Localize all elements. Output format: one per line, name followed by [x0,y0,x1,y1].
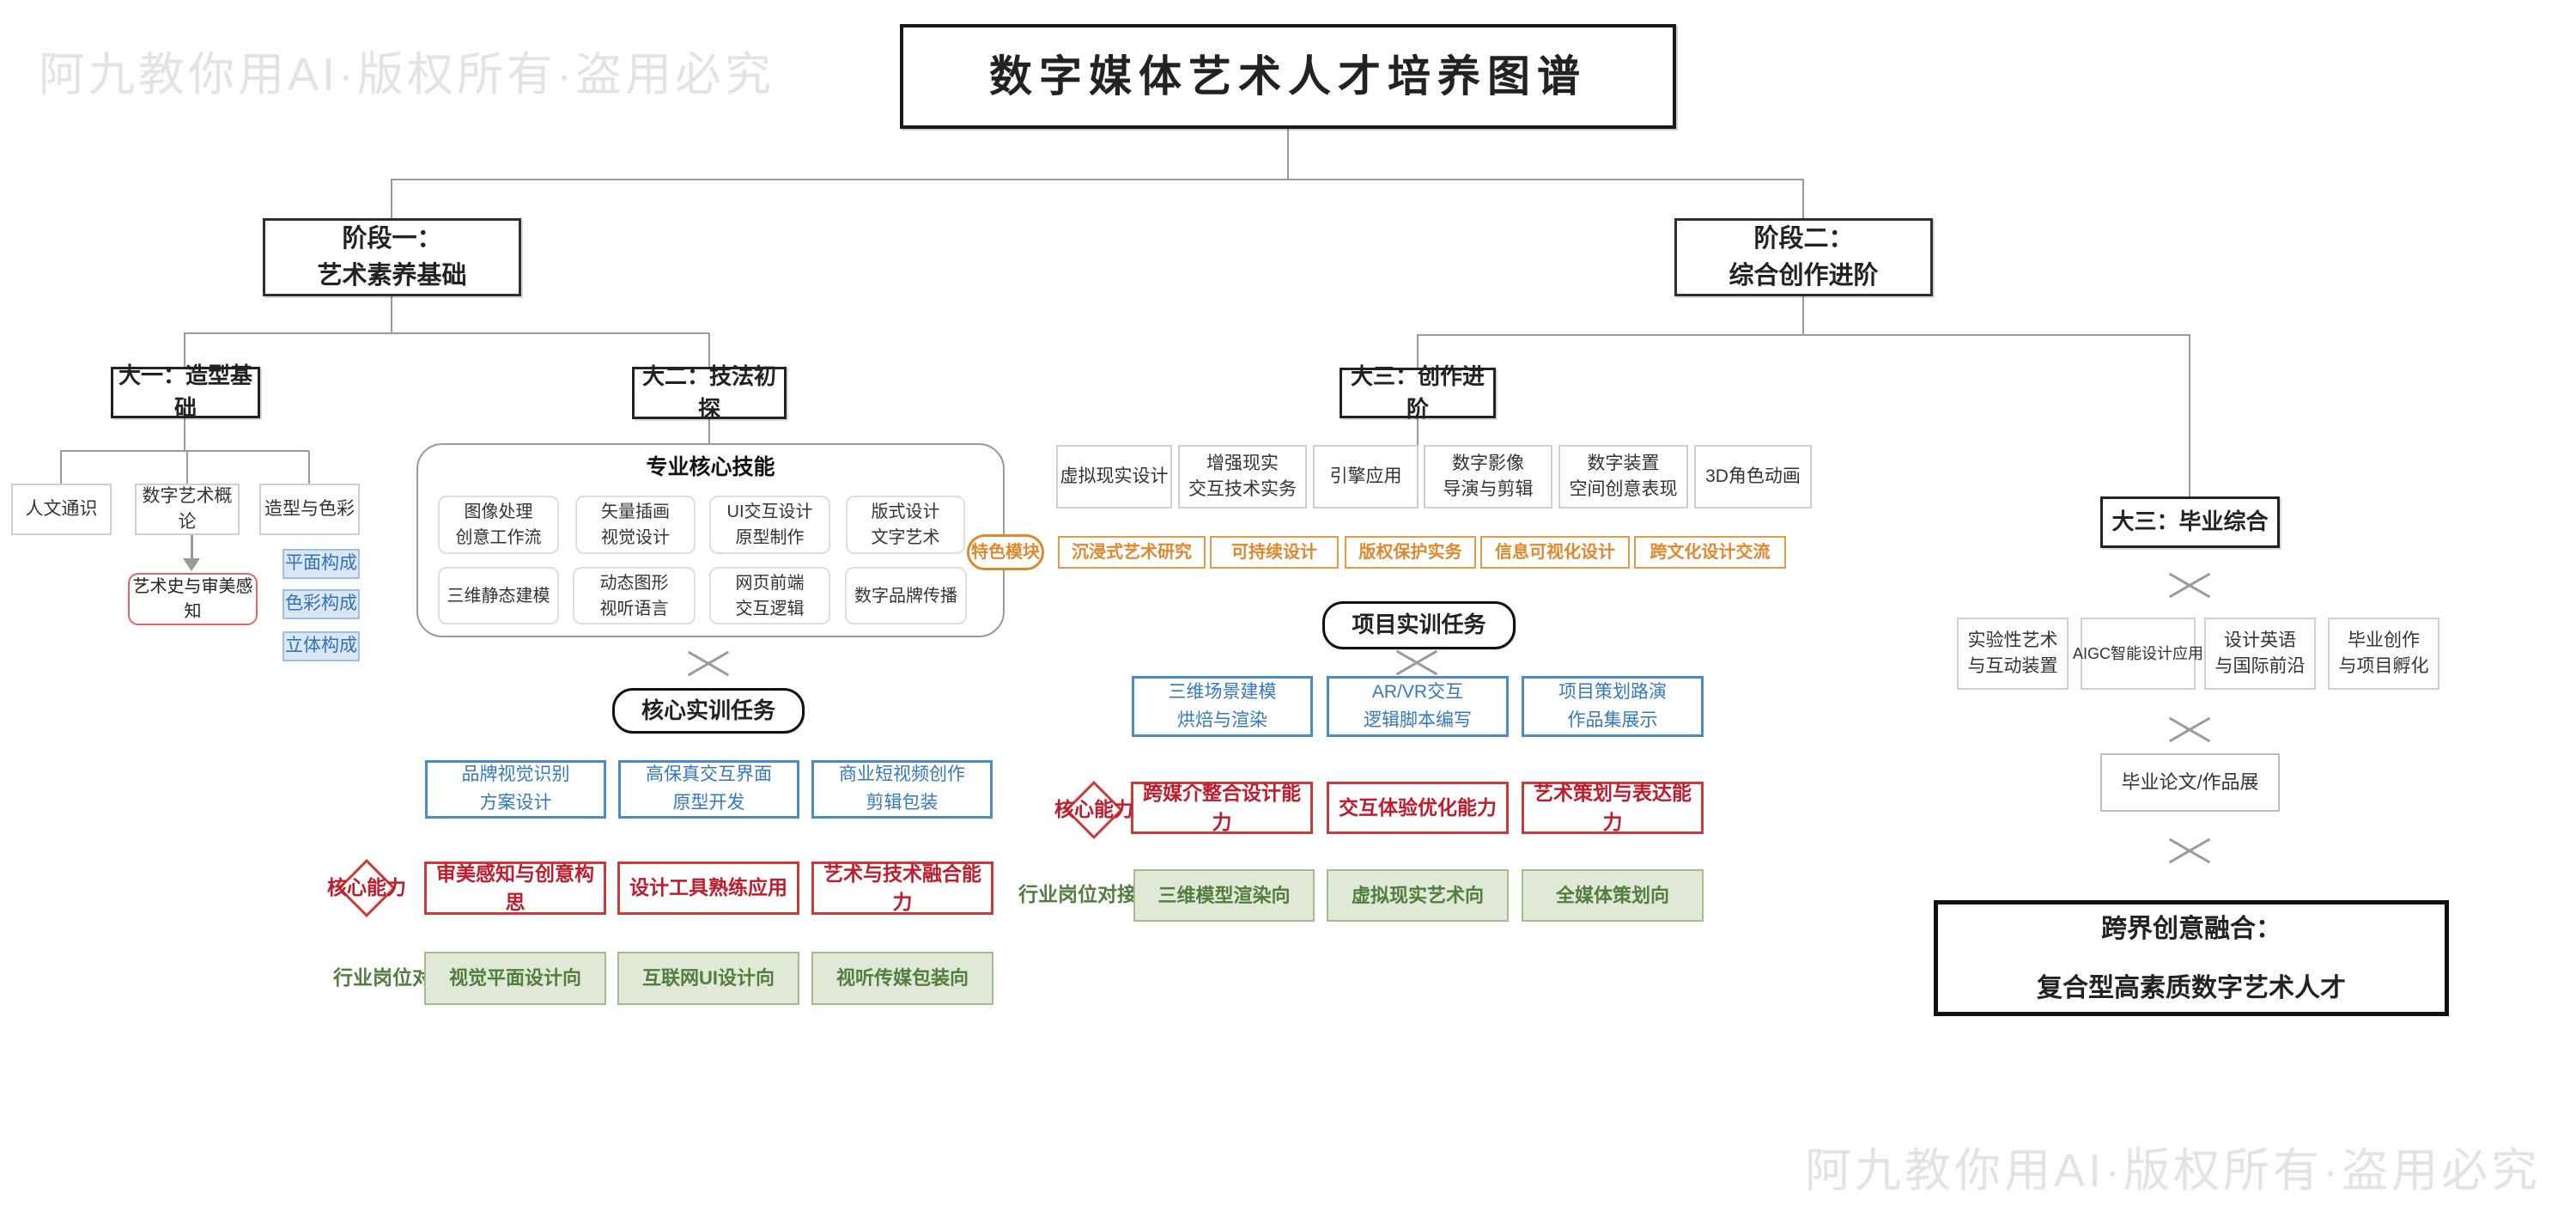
skill-layout-typography: 版式设计 文字艺术 [846,496,965,554]
connector-line [2189,335,2190,497]
proj-job-label: 行业岗位对接 [1018,883,1137,906]
connector-line [184,332,709,334]
grad-course-experimental-art: 实验性艺术 与互动装置 [1957,618,2069,690]
grad-course-incubation: 毕业创作 与项目孵化 [2328,618,2439,690]
core-training-pill: 核心实训任务 [612,688,805,734]
core-ability-art-tech-fusion: 艺术与技术融合能力 [811,862,993,915]
proj-task-3d-scene: 三维场景建模 烘焙与渲染 [1132,676,1313,737]
watermark-top: 阿九教你用AI·版权所有·盗用必究 [39,49,775,100]
module-crosscultural: 跨文化设计交流 [1634,536,1786,569]
connector-line [1417,418,1419,445]
course-humanities: 人文通识 [11,484,112,535]
core-ability-design-tools: 设计工具熟练应用 [617,862,799,915]
featured-module-pill: 特色模块 [967,534,1044,570]
core-ability-label: 核心能力 [327,876,406,899]
course-digital-art-intro: 数字艺术概论 [135,484,240,535]
skill-ui-interaction: UI交互设计 原型制作 [709,496,830,554]
skill-motion-graphics: 动态图形 视听语言 [573,567,696,624]
core-ability-aesthetic: 审美感知与创意构思 [424,862,606,915]
x-connector-icon [688,650,729,676]
proj-task-arvr-script: AR/VR交互 逻辑脚本编写 [1327,676,1509,737]
module-infovis: 信息可视化设计 [1480,536,1630,569]
skills-group-title: 专业核心技能 [646,454,775,479]
connector-line [1287,129,1289,180]
proj-job-vr-art: 虚拟现实艺术向 [1327,869,1509,922]
connector-line [60,450,309,452]
arrow-down-icon [183,558,200,571]
proj-job-3d-rendering: 三维模型渲染向 [1133,869,1315,922]
skill-image-processing: 图像处理 创意工作流 [438,496,559,554]
adv-course-installation: 数字装置 空间创意表现 [1558,445,1688,508]
adv-course-3d-character: 3D角色动画 [1694,445,1812,508]
stage1-box: 阶段一： 艺术素养基础 [263,218,521,296]
course-plane-composition: 平面构成 [283,549,360,579]
adv-course-engine: 引擎应用 [1313,445,1419,508]
connector-line [708,419,710,444]
proj-ability-ux-optimize: 交互体验优化能力 [1327,782,1509,834]
thesis-exhibition-box: 毕业论文/作品展 [2100,753,2280,812]
proj-ability-label: 核心能力 [1054,798,1133,821]
proj-job-omnimedia: 全媒体策划向 [1522,869,1704,922]
x-connector-icon [1396,649,1437,675]
connector-line [1417,334,2190,336]
year1-box: 大一：造型基础 [111,362,260,421]
connector-line [1802,296,1804,335]
connector-line [191,535,193,559]
course-art-history: 艺术史与审美感知 [128,573,258,625]
core-task-hifi-prototype: 高保真交互界面 原型开发 [618,760,799,819]
module-copyright: 版权保护实务 [1345,536,1476,569]
final-outcome-box: 跨界创意融合： 复合型高素质数字艺术人才 [1934,900,2449,1016]
core-task-brand-visual: 品牌视觉识别 方案设计 [425,760,606,819]
course-form-color: 造型与色彩 [259,484,360,535]
connector-line [184,418,185,451]
course-solid-composition: 立体构成 [283,631,360,661]
adv-course-ar-practice: 增强现实 交互技术实务 [1178,445,1307,508]
year3-graduation-box: 大三：毕业综合 [2100,496,2280,548]
proj-task-roadshow: 项目策划路演 作品集展示 [1522,676,1704,737]
core-task-short-video: 商业短视频创作 剪辑包装 [811,760,993,819]
proj-ability-art-planning: 艺术策划与表达能力 [1522,782,1704,834]
watermark-bottom: 阿九教你用AI·版权所有·盗用必究 [1805,1145,2541,1197]
x-connector-icon [2169,572,2210,598]
connector-line [184,333,185,368]
connector-line [186,451,188,484]
stage2-box: 阶段二： 综合创作进阶 [1674,218,1933,296]
root-title: 数字媒体艺术人才培养图谱 [900,24,1676,129]
connector-line [1417,335,1419,368]
grad-course-design-english: 设计英语 与国际前沿 [2204,618,2316,690]
module-immersive-art: 沉浸式艺术研究 [1058,536,1206,569]
proj-ability-crossmedia: 跨媒介整合设计能力 [1131,782,1313,834]
skill-3d-static-modeling: 三维静态建模 [438,567,559,624]
connector-line [391,296,392,333]
grad-course-aigc: AIGC智能设计应用 [2073,618,2203,690]
connector-line [391,180,392,219]
year2-box: 大二：技法初探 [632,363,787,422]
connector-line [60,451,62,484]
skill-web-frontend: 网页前端 交互逻辑 [709,567,830,624]
core-job-internet-ui: 互联网UI设计向 [617,952,799,1005]
course-color-composition: 色彩构成 [283,589,360,619]
connector-line [708,333,710,368]
skill-digital-branding: 数字品牌传播 [845,567,967,624]
x-connector-icon [2169,716,2210,742]
core-job-av-media: 视听传媒包装向 [811,952,993,1005]
connector-line [1802,180,1804,219]
project-training-pill: 项目实训任务 [1322,601,1516,649]
core-job-graphic-design: 视觉平面设计向 [424,952,606,1005]
skill-vector-illustration: 矢量插画 视觉设计 [575,496,696,554]
adv-course-digital-film: 数字影像 导演与剪辑 [1424,445,1552,508]
connector-line [391,179,1804,180]
module-sustainable-design: 可持续设计 [1210,536,1339,569]
adv-course-vr-design: 虚拟现实设计 [1056,445,1172,508]
year3-creation-box: 大三：创作进阶 [1340,363,1496,422]
x-connector-icon [2169,837,2210,863]
connector-line [308,451,310,484]
